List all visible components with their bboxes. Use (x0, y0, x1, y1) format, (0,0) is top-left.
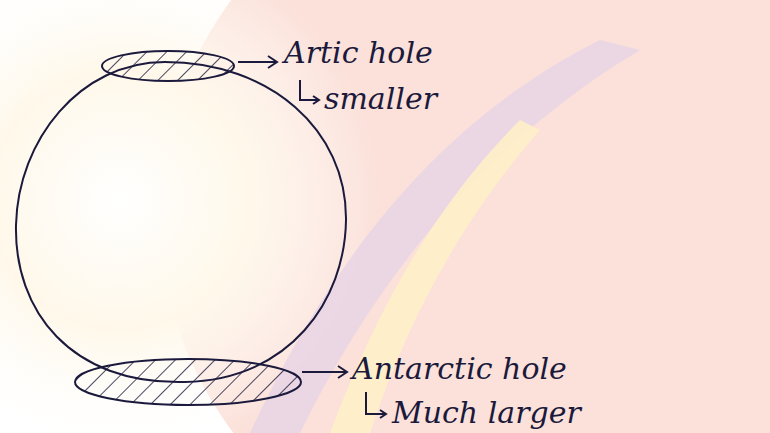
region-label: Antarctic hole (352, 352, 567, 385)
arctic-hole (102, 51, 234, 81)
note-label: Much larger (392, 396, 581, 429)
watermark-swoosh (250, 40, 640, 433)
note-label: smaller (324, 82, 437, 115)
watermark-swoosh (330, 120, 540, 433)
antarctic-hole (75, 359, 301, 405)
region-label: Artic hole (284, 36, 433, 69)
globe-outline (16, 62, 346, 382)
